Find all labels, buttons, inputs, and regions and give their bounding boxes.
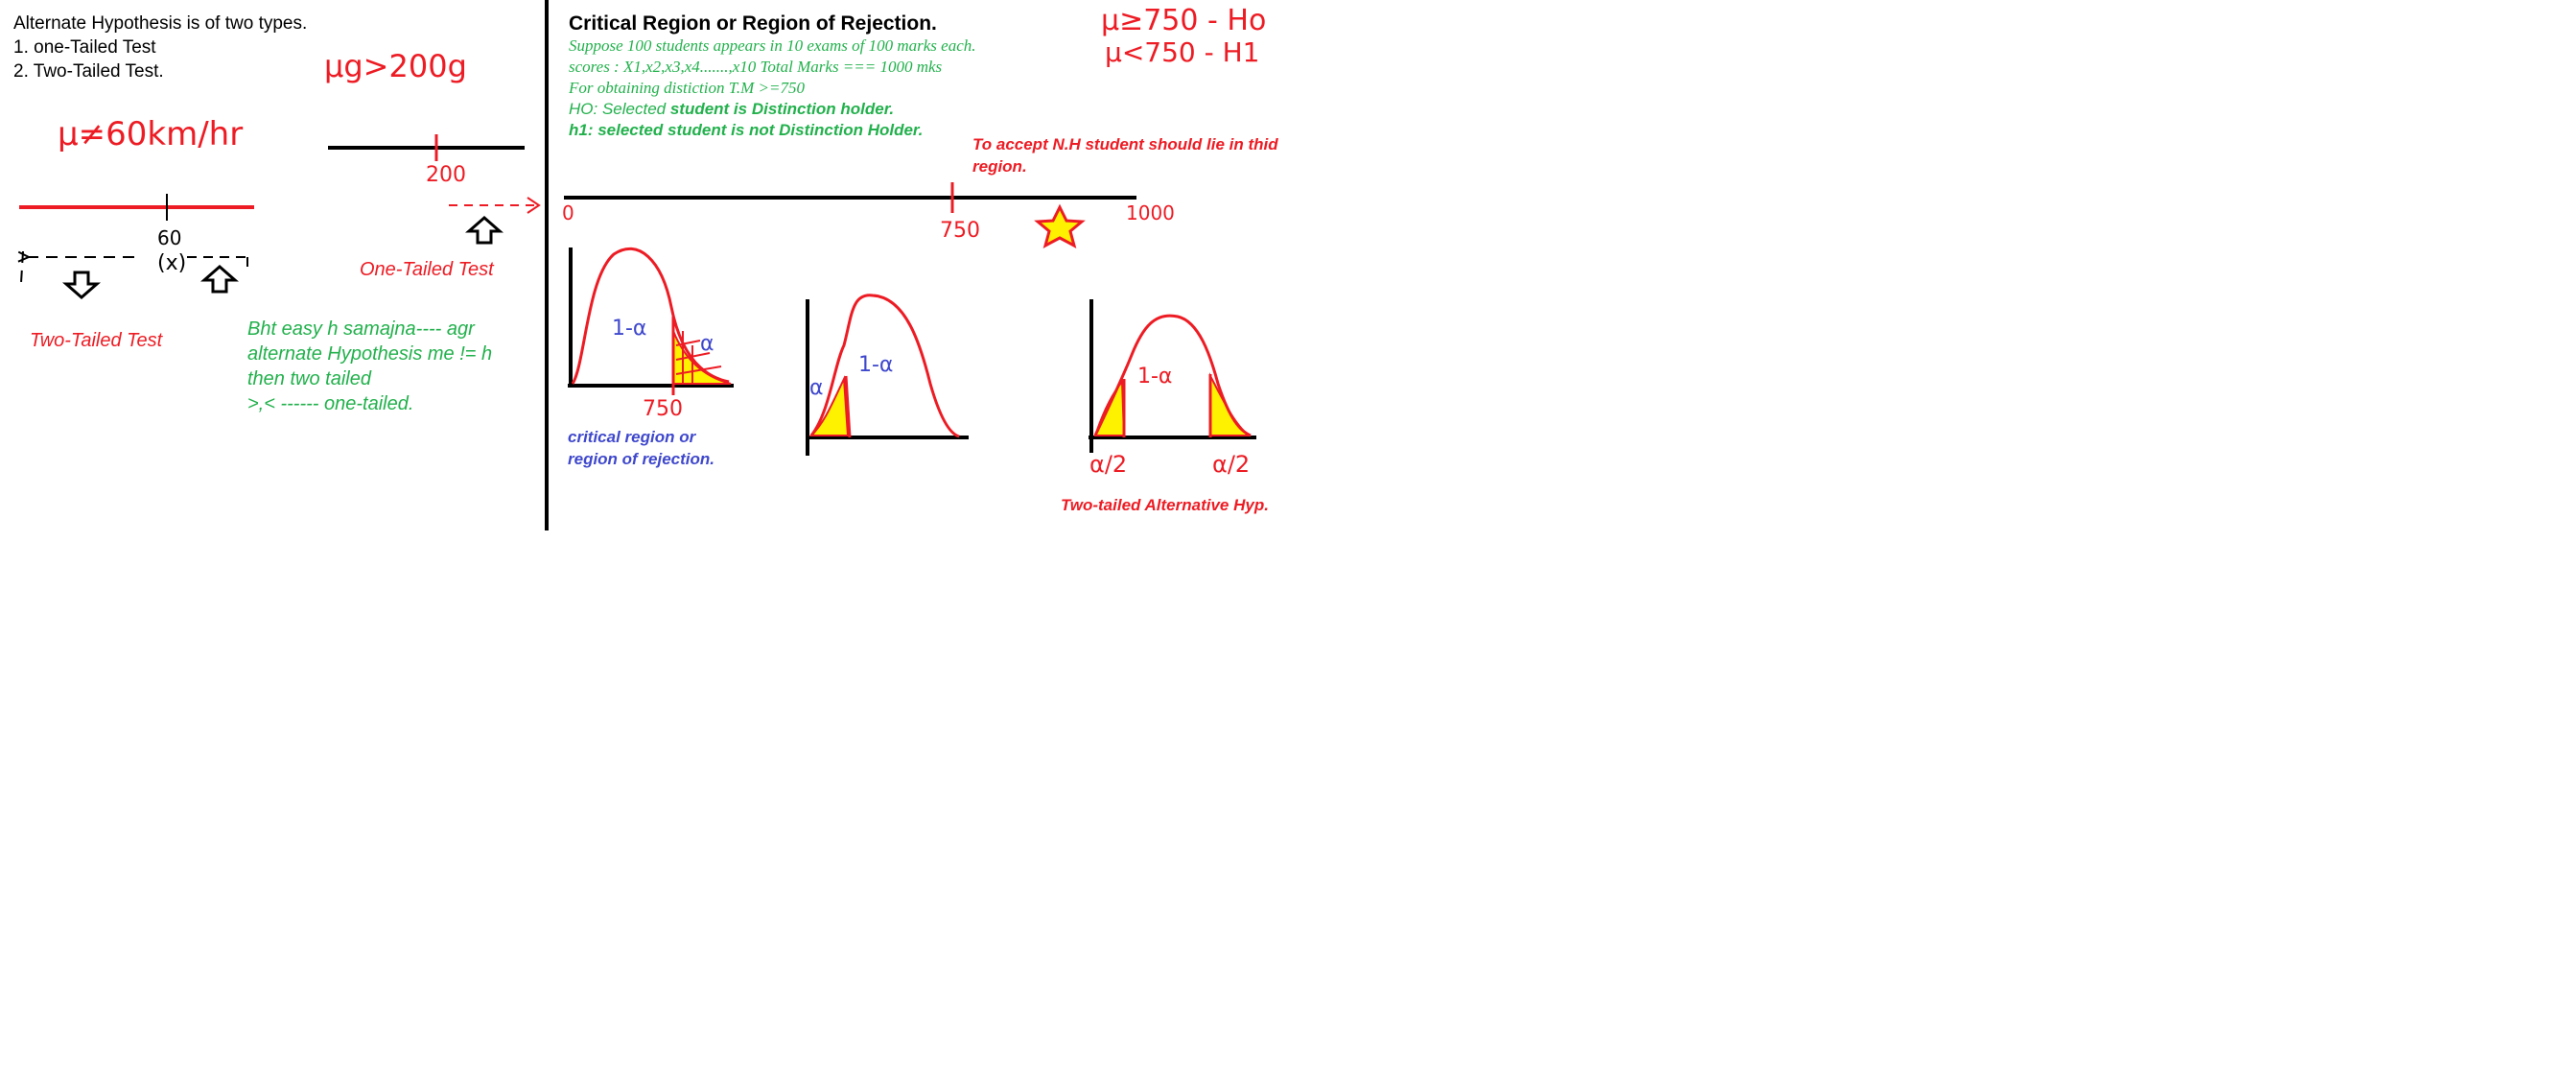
down-arrow-icon <box>62 271 101 299</box>
note-line-1: Bht easy h samajna---- agr <box>247 318 475 340</box>
h0-prefix: HO: Selected <box>569 100 670 118</box>
curve3-label: 1-α <box>1137 365 1173 389</box>
curve1-bell <box>571 247 730 385</box>
mark-x: (x) <box>157 251 187 275</box>
mark-60: 60 <box>157 226 182 249</box>
intro-line-3: 2. Two-Tailed Test. <box>13 61 164 82</box>
axis-label-0: 0 <box>562 201 574 224</box>
curve3-bell <box>1093 314 1252 437</box>
curve3-right-tail-region <box>1209 372 1252 436</box>
note-line-3: then two tailed <box>247 368 371 389</box>
mark-200: 200 <box>426 163 466 187</box>
h0-line: HO: Selected student is Distinction hold… <box>569 100 894 119</box>
hand-h0: μ≥750 - Ho <box>1101 4 1267 37</box>
axis-label-750: 750 <box>940 219 980 243</box>
two-tailed-right-dashed-arrow <box>187 256 248 271</box>
curve1-alpha: α <box>700 332 714 356</box>
page-title: Critical Region or Region of Rejection. <box>569 12 937 35</box>
hand-h1: μ<750 - H1 <box>1105 36 1260 68</box>
star-icon <box>1034 203 1086 248</box>
two-tailed-left-dashed-arrow <box>14 250 134 284</box>
up-arrow-icon <box>465 216 503 245</box>
one-tailed-label: One-Tailed Test <box>360 259 494 280</box>
intro-line-2: 1. one-Tailed Test <box>13 37 156 58</box>
note-line-4: >,< ------ one-tailed. <box>247 393 414 414</box>
alpha-half-left: α/2 <box>1089 451 1128 478</box>
two-tailed-label: Two-Tailed Test <box>30 330 163 351</box>
hand-mu-greater: μg>200g <box>324 48 467 84</box>
critical-region-line-2: region of rejection. <box>568 450 715 468</box>
desc-line-2: scores : X1,x2,x3,x4.......,x10 Total Ma… <box>569 58 943 76</box>
intro-line-1: Alternate Hypothesis is of two types. <box>13 13 308 34</box>
up-arrow-icon <box>200 265 239 294</box>
two-tailed-alt-label: Two-tailed Alternative Hyp. <box>1061 496 1269 514</box>
accept-line-1: To accept N.H student should lie in thid <box>972 135 1278 153</box>
one-tailed-arrowhead <box>527 197 541 214</box>
curve2-cut-line <box>844 375 852 438</box>
axis-label-1000: 1000 <box>1126 201 1175 224</box>
desc-line-3: For obtaining distiction T.M >=750 <box>569 79 805 97</box>
curve1-label: 1-α <box>612 317 647 341</box>
alpha-half-right: α/2 <box>1212 451 1251 478</box>
curve2-bell <box>809 294 960 438</box>
accept-line-2: region. <box>972 157 1027 176</box>
note-line-2: alternate Hypothesis me != h <box>247 343 493 365</box>
curve2-label: 1-α <box>858 353 894 377</box>
critical-region-line-1: critical region or <box>568 428 696 446</box>
curve1-hatching <box>675 331 722 384</box>
h1-line: h1: selected student is not Distinction … <box>569 121 924 139</box>
hand-mu-not-equal: μ≠60km/hr <box>58 115 244 153</box>
curve1-mark-750: 750 <box>643 397 683 421</box>
h0-bold: student is Distinction holder. <box>669 100 895 118</box>
curve2-alpha: α <box>809 376 824 400</box>
desc-line-1: Suppose 100 students appears in 10 exams… <box>569 36 976 55</box>
